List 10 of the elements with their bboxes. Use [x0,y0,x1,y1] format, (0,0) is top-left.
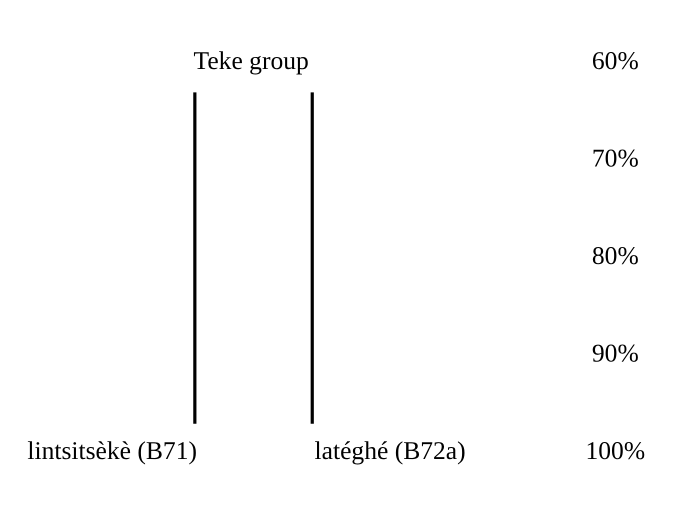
connector [193,92,196,424]
label: 80% [592,241,639,270]
node-text: latéghé (B72a) [314,436,466,465]
connector [310,92,314,424]
node-text: Teke group [194,46,309,76]
label: 60% [592,46,639,76]
label: 70% [592,144,639,173]
node-text: lintsitsèkè (B71) [27,436,197,465]
label: 90% [592,338,639,368]
label: 100% [586,436,646,465]
